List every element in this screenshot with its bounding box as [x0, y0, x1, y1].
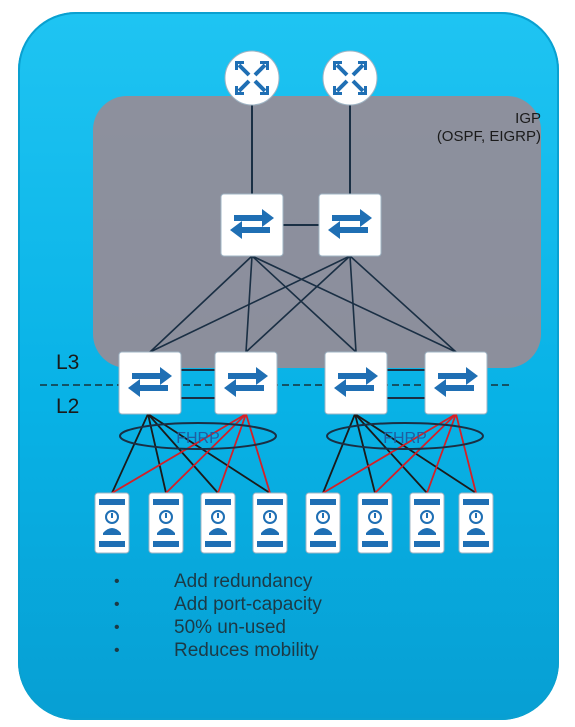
server-icon — [153, 499, 179, 547]
distribution-switch-3 — [324, 351, 388, 415]
bullet-dot: • — [114, 642, 120, 659]
bullet-dot: • — [114, 619, 120, 636]
list-item: • Reduces mobility — [106, 639, 322, 662]
server-icon — [257, 499, 283, 547]
access-redundant-links — [111, 413, 477, 494]
bullet-text: Add redundancy — [174, 571, 313, 592]
distribution-switch-1 — [118, 351, 182, 415]
access-primary-links — [111, 413, 477, 494]
list-item: • Add port-capacity — [106, 593, 322, 616]
bullet-text: Add port-capacity — [174, 594, 322, 615]
server-4 — [252, 492, 288, 554]
core-switch-left — [220, 193, 284, 257]
server-icon — [463, 499, 489, 547]
igp-region — [93, 96, 541, 368]
server-7 — [409, 492, 445, 554]
igp-title: IGP — [515, 110, 541, 127]
layer-label-l2: L2 — [56, 395, 80, 418]
server-6 — [357, 492, 393, 554]
server-row — [94, 492, 494, 554]
fhrp-label-right: FHRP — [383, 430, 427, 447]
bullet-dot: • — [114, 573, 120, 590]
benefits-list: • Add redundancy • Add port-capacity • 50% … — [106, 570, 322, 662]
fhrp-label-left: FHRP — [176, 430, 220, 447]
server-icon — [99, 499, 125, 547]
fhrp-group-right: FHRP — [326, 422, 484, 450]
server-icon — [362, 499, 388, 547]
bullet-text: Reduces mobility — [174, 640, 319, 661]
server-8 — [458, 492, 494, 554]
core-switch-right — [318, 193, 382, 257]
router-icon — [235, 61, 269, 95]
core-distribution-links — [149, 255, 457, 353]
distribution-interconnects — [181, 369, 425, 399]
fhrp-group-left: FHRP — [119, 422, 277, 450]
server-1 — [94, 492, 130, 554]
router-icon — [333, 61, 367, 95]
server-icon — [310, 499, 336, 547]
layer-label-l3: L3 — [56, 351, 80, 374]
server-icon — [414, 499, 440, 547]
server-icon — [205, 499, 231, 547]
router-left — [224, 50, 280, 106]
router-uplinks — [251, 104, 351, 194]
distribution-switch-4 — [424, 351, 488, 415]
server-2 — [148, 492, 184, 554]
igp-label: IGP (OSPF, EIGRP) — [437, 110, 541, 146]
list-item: • 50% un-used — [106, 616, 322, 639]
router-right — [322, 50, 378, 106]
list-item: • Add redundancy — [106, 570, 322, 593]
server-5 — [305, 492, 341, 554]
server-3 — [200, 492, 236, 554]
distribution-switch-2 — [214, 351, 278, 415]
bullet-dot: • — [114, 596, 120, 613]
igp-protocols: (OSPF, EIGRP) — [436, 128, 541, 145]
bullet-text: 50% un-used — [174, 617, 286, 638]
